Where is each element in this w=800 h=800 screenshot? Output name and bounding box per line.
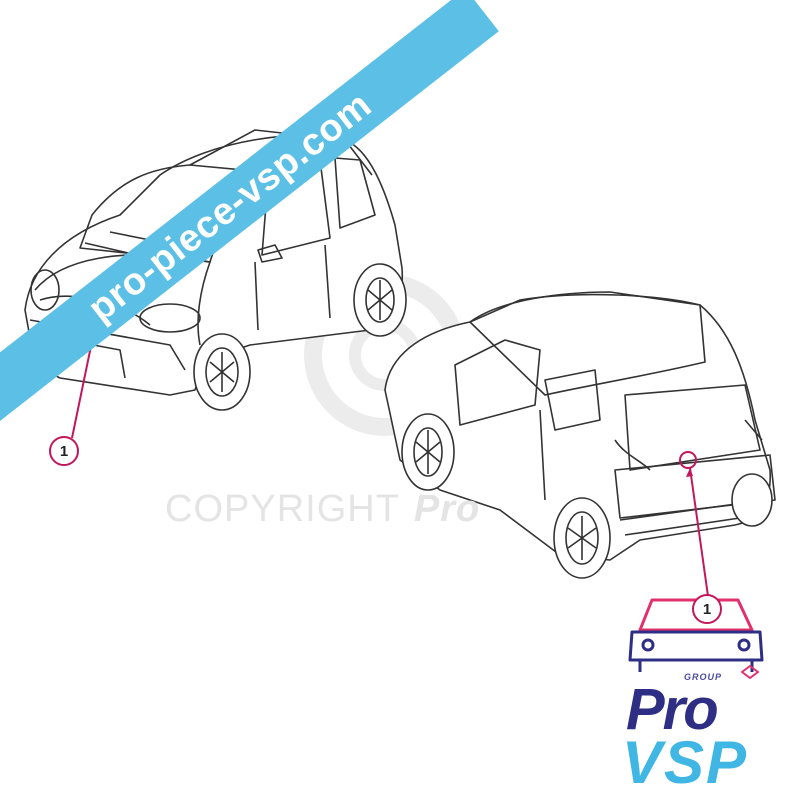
rear-car bbox=[384, 291, 776, 579]
front-car-wheel-rear bbox=[353, 263, 407, 337]
front-car bbox=[24, 129, 407, 411]
provsp-logo: GROUP Pro VSP bbox=[612, 588, 782, 796]
logo-vsp-text: VSP bbox=[622, 729, 749, 796]
logo-group-text: GROUP bbox=[684, 672, 723, 682]
copyright-brand: Pro bbox=[413, 488, 481, 530]
callout-rear-emblem: 1 bbox=[692, 594, 722, 624]
rear-car-wheel-front bbox=[401, 413, 455, 491]
callout-front-emblem: 1 bbox=[49, 436, 79, 466]
logo-pro-text: Pro bbox=[626, 677, 719, 742]
front-car-wheel-front bbox=[193, 333, 251, 411]
logo-car-icon bbox=[628, 598, 764, 679]
callout-leader-rear bbox=[689, 467, 709, 597]
callout-label: 1 bbox=[59, 442, 69, 460]
rear-car-wheel-right bbox=[731, 473, 773, 527]
copyright-watermark: COPYRIGHT Pro bbox=[165, 488, 480, 531]
rear-car-wheel-rear bbox=[553, 497, 611, 579]
callout-label: 1 bbox=[702, 600, 712, 618]
copyright-text: COPYRIGHT bbox=[165, 488, 400, 530]
